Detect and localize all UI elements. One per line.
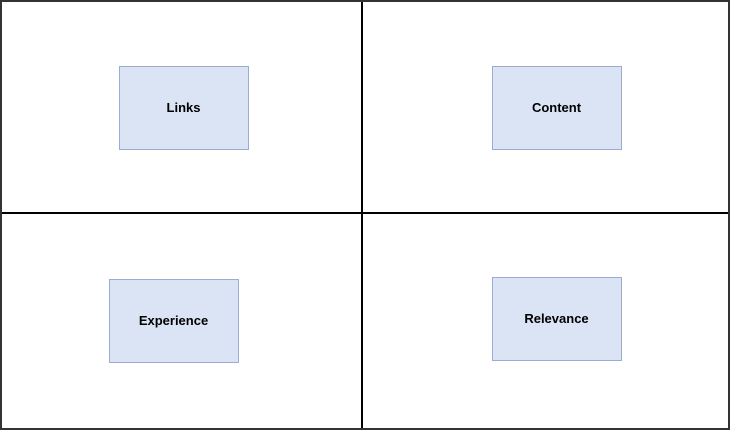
relevance-box: Relevance xyxy=(491,277,622,361)
links-box: Links xyxy=(118,66,249,150)
quadrant-top-left: Links xyxy=(2,2,363,214)
content-box-label: Content xyxy=(531,100,582,116)
quadrant-bottom-left: Experience xyxy=(2,214,363,428)
quadrant-top-right: Content xyxy=(363,2,728,214)
content-box: Content xyxy=(491,66,622,150)
experience-box: Experience xyxy=(108,279,239,363)
experience-box-label: Experience xyxy=(138,313,209,329)
relevance-box-label: Relevance xyxy=(524,311,589,327)
links-box-label: Links xyxy=(166,100,201,116)
quadrant-bottom-right: Relevance xyxy=(363,214,728,428)
